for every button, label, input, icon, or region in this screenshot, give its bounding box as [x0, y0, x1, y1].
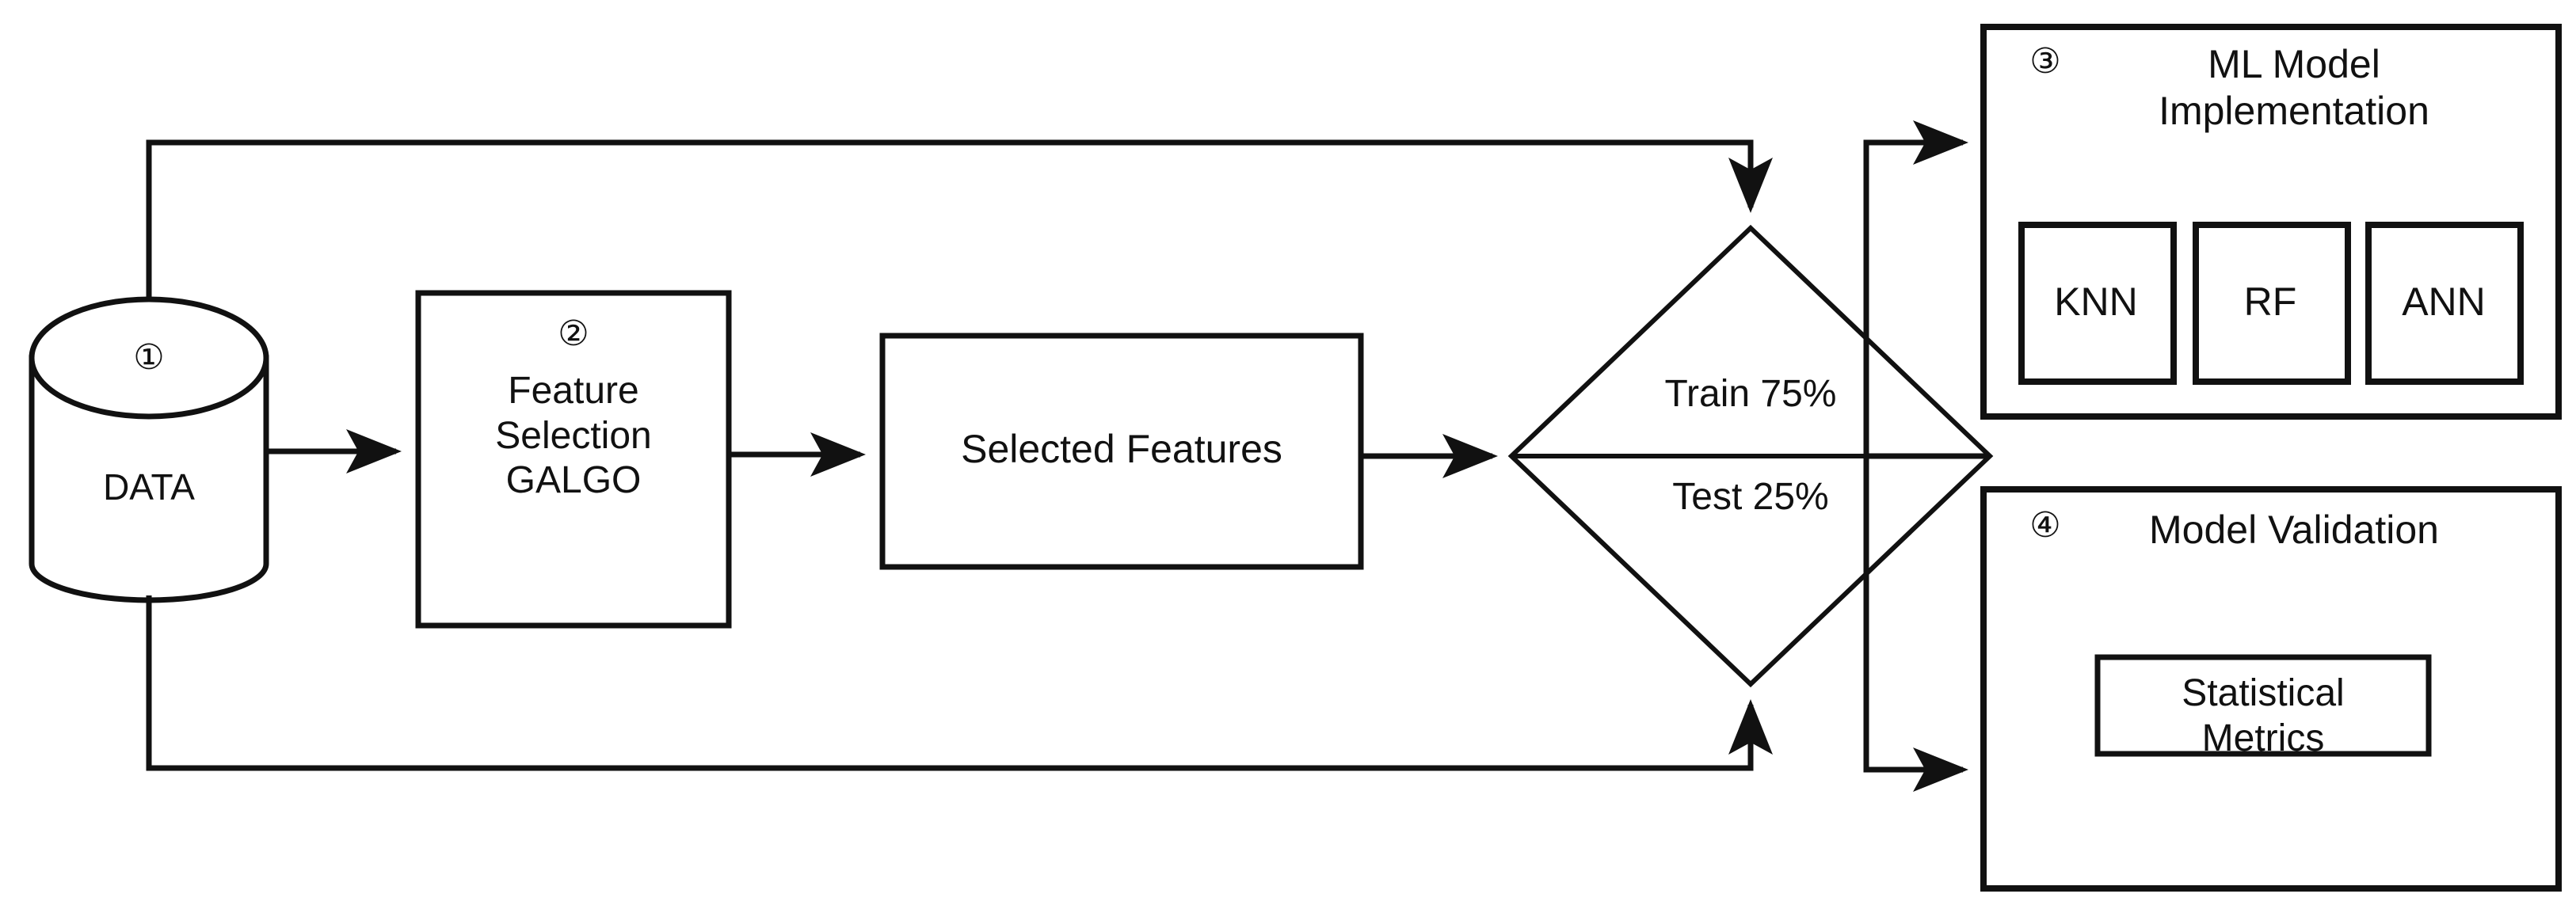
ml-model-implementation-shape[interactable] — [1980, 24, 2562, 420]
statistical-metrics-box[interactable] — [2094, 654, 2432, 757]
feature-selection-shape[interactable] — [415, 290, 732, 629]
selected-features-shape[interactable] — [879, 333, 1364, 570]
edge-data-bottom-feedback-to-split — [146, 595, 1773, 771]
algorithm-box-ann[interactable] — [2365, 222, 2524, 385]
ml-model-badge: ③ — [2029, 42, 2061, 81]
edge-split-to-model-validation — [1863, 453, 1990, 792]
feature-selection-badge: ② — [558, 314, 589, 353]
model-validation-badge: ④ — [2029, 506, 2061, 545]
edge-data-top-feedback-to-split — [146, 139, 1773, 299]
data-store-badge: ① — [133, 338, 165, 377]
algorithm-box-rf[interactable] — [2193, 222, 2351, 385]
model-validation-shape[interactable] — [1980, 486, 2562, 892]
algorithm-box-knn[interactable] — [2018, 222, 2177, 385]
